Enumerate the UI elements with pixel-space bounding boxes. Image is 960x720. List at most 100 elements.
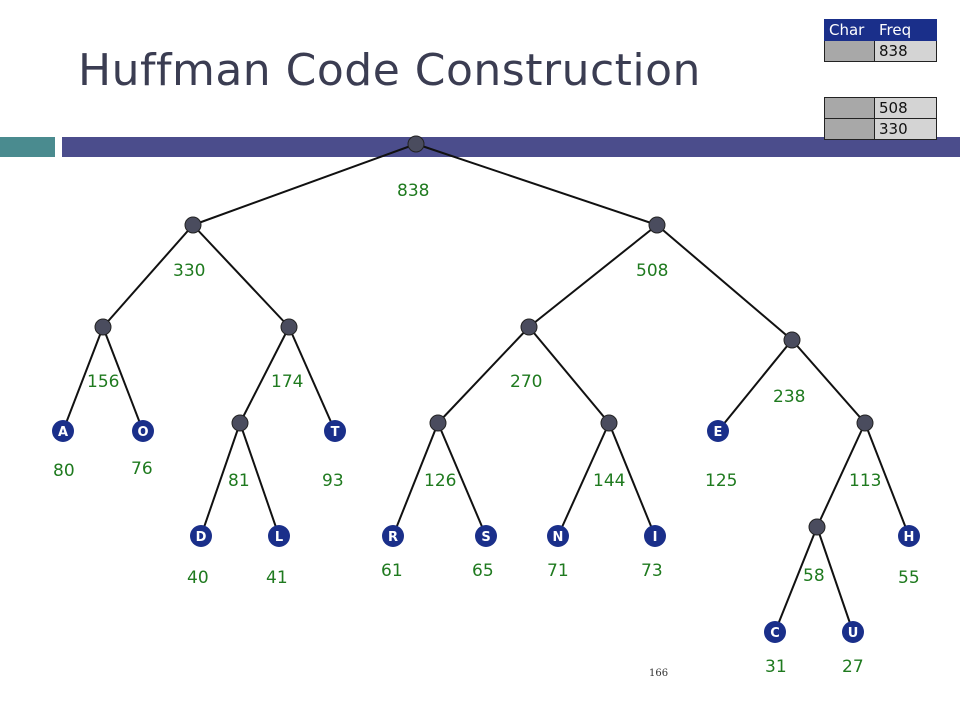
leaf-node	[475, 525, 497, 547]
internal-node	[808, 518, 826, 536]
internal-node-weight: 508	[636, 261, 668, 281]
tree-edge	[791, 339, 866, 424]
leaf-weight: 55	[898, 568, 920, 588]
leaf-node	[644, 525, 666, 547]
tree-edge	[192, 224, 290, 328]
leaf-letter: H	[904, 530, 915, 545]
internal-node-weight: 81	[228, 471, 250, 491]
leaf-letter: U	[848, 626, 859, 641]
leaf-letter: I	[653, 530, 658, 545]
internal-node-weight: 144	[593, 471, 625, 491]
internal-node-weight: 270	[510, 372, 542, 392]
freq-column-header: Freq	[874, 19, 937, 41]
leaf-weight: 71	[547, 561, 569, 581]
tree-edge	[816, 526, 854, 633]
leaf-weight: 125	[705, 471, 737, 491]
char-cell	[824, 97, 875, 119]
leaf-node	[52, 420, 74, 442]
slide-title: Huffman Code Construction	[78, 45, 701, 96]
tree-edge	[774, 526, 818, 633]
accent-bar-indigo	[62, 137, 960, 157]
tree-edge	[239, 326, 290, 424]
tree-edge	[864, 422, 910, 537]
internal-node-weight: 238	[773, 387, 805, 407]
freq-cell: 330	[874, 118, 937, 140]
internal-node	[783, 331, 801, 349]
page-number: 166	[649, 668, 669, 679]
tree-edge	[656, 224, 793, 341]
leaf-node	[268, 525, 290, 547]
char-cell	[824, 40, 875, 62]
tree-edge	[528, 326, 610, 424]
leaf-weight: 76	[131, 459, 153, 479]
leaf-letter: S	[481, 530, 490, 545]
leaf-weight: 80	[53, 461, 75, 481]
tree-edge	[437, 326, 530, 424]
internal-node-weight: 126	[424, 471, 456, 491]
internal-node-weight: 113	[849, 471, 881, 491]
internal-node	[407, 135, 425, 153]
internal-node	[94, 318, 112, 336]
tree-edge	[200, 422, 241, 537]
internal-node	[648, 216, 666, 234]
char-cell	[824, 118, 875, 140]
leaf-letter: C	[770, 626, 780, 641]
freq-cell: 508	[874, 97, 937, 119]
leaf-weight: 73	[641, 561, 663, 581]
table-header-row: Char Freq	[824, 19, 937, 41]
leaf-letter: T	[331, 425, 340, 440]
tree-edge	[192, 143, 417, 226]
leaf-letter: A	[58, 425, 68, 440]
tree-edge	[717, 339, 793, 432]
leaf-weight: 65	[472, 561, 494, 581]
internal-node	[184, 216, 202, 234]
frequency-table-bottom: 508 330	[824, 97, 937, 140]
freq-cell: 838	[874, 40, 937, 62]
table-row: 330	[824, 118, 937, 140]
tree-edge	[102, 224, 194, 328]
internal-node-weight: 58	[803, 566, 825, 586]
tree-edge	[528, 224, 658, 328]
internal-node-weight: 156	[87, 372, 119, 392]
tree-edge	[239, 422, 280, 537]
leaf-letter: D	[196, 530, 207, 545]
leaf-node	[707, 420, 729, 442]
table-row: 838	[824, 40, 937, 62]
leaf-node	[764, 621, 786, 643]
internal-node	[280, 318, 298, 336]
internal-node-weight: 838	[397, 181, 429, 201]
tree-edge	[557, 422, 610, 537]
frequency-table-top: Char Freq 838	[824, 19, 937, 62]
internal-node	[520, 318, 538, 336]
internal-node	[231, 414, 249, 432]
accent-bar-teal	[0, 137, 55, 157]
tree-edge	[608, 422, 656, 537]
leaf-node	[382, 525, 404, 547]
leaf-node	[324, 420, 346, 442]
tree-edge	[437, 422, 487, 537]
internal-node-weight: 330	[173, 261, 205, 281]
leaf-letter: L	[275, 530, 283, 545]
leaf-weight: 41	[266, 568, 288, 588]
leaf-letter: E	[714, 425, 723, 440]
tree-edge	[816, 422, 866, 528]
tree-edge	[102, 326, 144, 432]
internal-node	[429, 414, 447, 432]
leaf-node	[842, 621, 864, 643]
internal-node	[600, 414, 618, 432]
leaf-node	[547, 525, 569, 547]
char-column-header: Char	[824, 19, 875, 41]
table-row: 508	[824, 97, 937, 119]
tree-edge	[288, 326, 336, 432]
internal-node	[856, 414, 874, 432]
tree-edge	[392, 422, 439, 537]
leaf-weight: 93	[322, 471, 344, 491]
leaf-letter: O	[137, 425, 148, 440]
leaf-node	[132, 420, 154, 442]
internal-node-weight: 174	[271, 372, 303, 392]
leaf-letter: R	[388, 530, 398, 545]
leaf-weight: 27	[842, 657, 864, 677]
tree-edge	[62, 326, 104, 432]
leaf-weight: 31	[765, 657, 787, 677]
